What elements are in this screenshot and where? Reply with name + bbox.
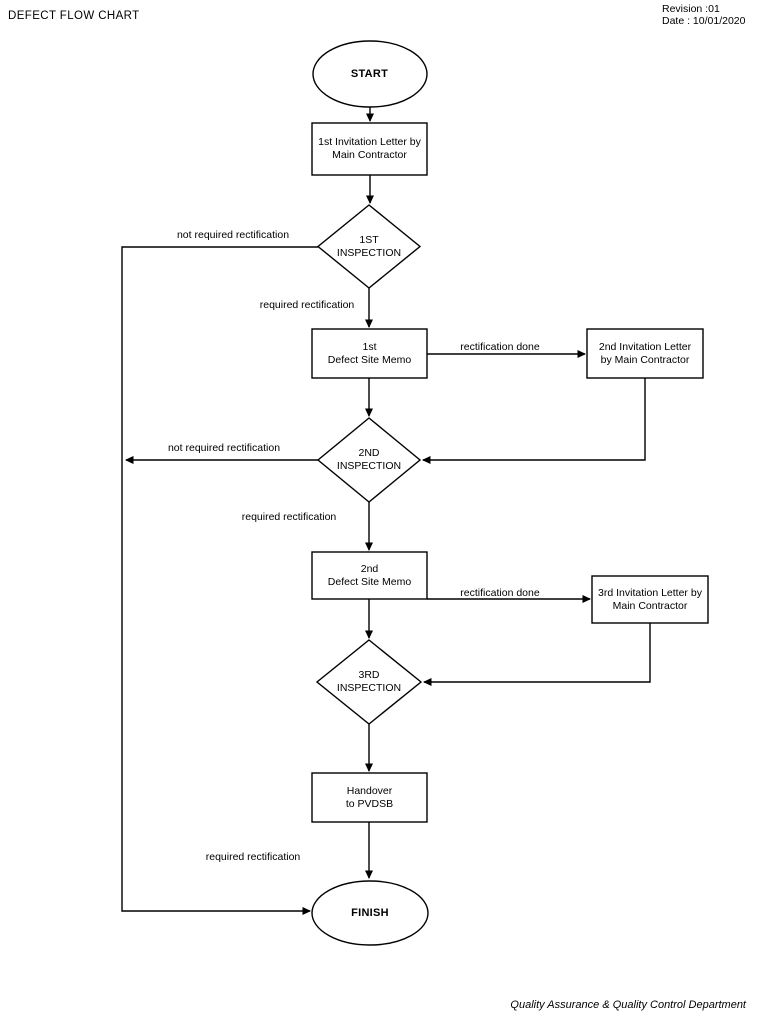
inspection1-diamond-shape [316,204,422,289]
handover-box-shape [311,772,428,823]
edge-invitation3-to-inspection3 [423,623,651,686]
finish-terminal-shape [311,880,429,946]
invitation2-box-shape [586,328,704,379]
page-title: DEFECT FLOW CHART [8,10,140,22]
invitation3-box-shape [591,575,709,624]
edge-label-rectification-done-1: rectification done [460,341,540,353]
edge-label-not-required-rectification-1: not required rectification [176,229,290,241]
edge-label-required-rectification-2: required rectification [241,511,337,523]
invitation1-box-shape [311,122,428,176]
revision-block: Revision :01 Date : 10/01/2020 [662,3,745,27]
edge-label-required-rectification-1: required rectification [259,299,355,311]
edge-invitation2-to-inspection2 [422,378,646,464]
memo2-box-shape [311,551,428,600]
edge-label-required-rectification-3: required rectification [205,851,301,863]
revision-label: Revision :01 [662,3,720,15]
start-terminal-shape [312,40,428,108]
edge-label-rectification-done-2: rectification done [460,587,540,599]
memo1-box-shape [311,328,428,379]
inspection2-diamond-shape [316,417,422,503]
inspection3-diamond-shape [315,639,423,725]
edge-inspection1-not-required-to-finish [121,246,318,915]
date-label: Date : 10/01/2020 [662,15,746,27]
edge-label-not-required-rectification-2: not required rectification [167,442,281,454]
department-footnote: Quality Assurance & Quality Control Depa… [510,999,746,1011]
